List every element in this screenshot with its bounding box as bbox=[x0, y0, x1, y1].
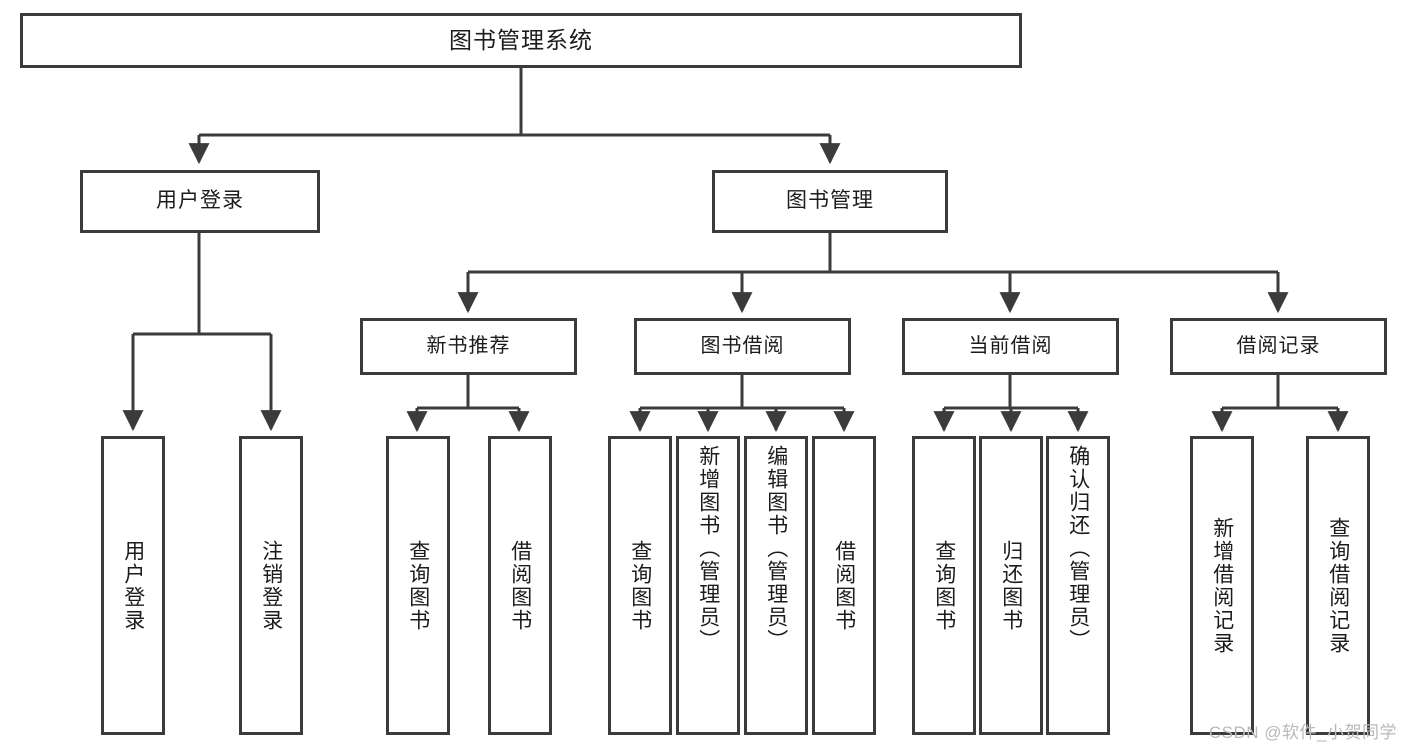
node-label: 查询图书 bbox=[932, 539, 956, 632]
node-leaf-new-book-borrow[interactable]: 借阅图书 bbox=[488, 436, 552, 735]
node-root-book-management-system[interactable]: 图书管理系统 bbox=[20, 13, 1022, 68]
node-label: 用户登录 bbox=[121, 539, 145, 632]
node-label: 确认归还（管理员） bbox=[1066, 445, 1090, 652]
node-leaf-user-login-login[interactable]: 用户登录 bbox=[101, 436, 165, 735]
node-label: 图书管理系统 bbox=[449, 27, 593, 54]
node-label: 借阅图书 bbox=[832, 539, 856, 632]
node-leaf-user-login-logout[interactable]: 注销登录 bbox=[239, 436, 303, 735]
node-label: 新增借阅记录 bbox=[1210, 516, 1234, 655]
node-current-borrow[interactable]: 当前借阅 bbox=[902, 318, 1119, 375]
node-leaf-new-book-query[interactable]: 查询图书 bbox=[386, 436, 450, 735]
node-leaf-borrow-query-book[interactable]: 查询图书 bbox=[608, 436, 672, 735]
node-label: 新增图书（管理员） bbox=[696, 445, 720, 652]
node-borrow-record[interactable]: 借阅记录 bbox=[1170, 318, 1387, 375]
node-label: 借阅图书 bbox=[508, 539, 532, 632]
node-label: 查询图书 bbox=[406, 539, 430, 632]
node-label: 归还图书 bbox=[999, 539, 1023, 632]
node-leaf-current-return-book[interactable]: 归还图书 bbox=[979, 436, 1043, 735]
node-label: 查询借阅记录 bbox=[1326, 516, 1350, 655]
node-label: 新书推荐 bbox=[426, 334, 511, 357]
node-label: 图书管理 bbox=[786, 189, 874, 213]
node-user-login[interactable]: 用户登录 bbox=[80, 170, 320, 233]
node-leaf-current-confirm-return[interactable]: 确认归还（管理员） bbox=[1046, 436, 1110, 735]
node-book-borrow[interactable]: 图书借阅 bbox=[634, 318, 851, 375]
node-label: 借阅记录 bbox=[1236, 334, 1321, 357]
node-label: 编辑图书（管理员） bbox=[764, 445, 788, 652]
node-leaf-current-query-book[interactable]: 查询图书 bbox=[912, 436, 976, 735]
node-book-management[interactable]: 图书管理 bbox=[712, 170, 948, 233]
node-new-book-recommend[interactable]: 新书推荐 bbox=[360, 318, 577, 375]
node-label: 当前借阅 bbox=[968, 334, 1053, 357]
node-leaf-record-query[interactable]: 查询借阅记录 bbox=[1306, 436, 1370, 735]
node-label: 查询图书 bbox=[628, 539, 652, 632]
node-label: 用户登录 bbox=[156, 189, 244, 213]
node-leaf-record-add[interactable]: 新增借阅记录 bbox=[1190, 436, 1254, 735]
node-leaf-borrow-borrow-book[interactable]: 借阅图书 bbox=[812, 436, 876, 735]
node-leaf-borrow-edit-book[interactable]: 编辑图书（管理员） bbox=[744, 436, 808, 735]
node-label: 注销登录 bbox=[259, 539, 283, 632]
node-leaf-borrow-add-book[interactable]: 新增图书（管理员） bbox=[676, 436, 740, 735]
node-label: 图书借阅 bbox=[700, 334, 785, 357]
